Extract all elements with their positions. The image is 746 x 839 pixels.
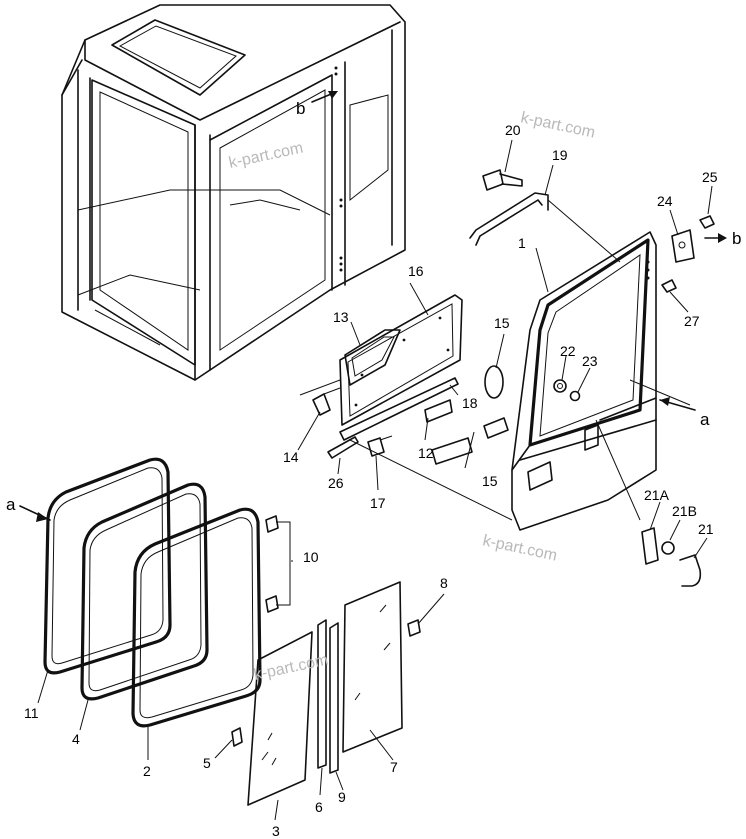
callout-12: 12 [418,445,434,461]
latch-8 [407,619,421,637]
bolt-27 [661,279,677,293]
callout-leaders [37,139,713,821]
clips-10 [265,515,291,613]
ref-arrow-a-right [659,397,696,411]
callout-23: 23 [582,353,598,369]
callout-15-lower: 15 [482,473,498,489]
bolt-20 [482,169,523,191]
ref-b-right: b [732,229,741,248]
bracket-24 [671,229,695,263]
glass-3 [247,631,313,806]
callout-21: 21 [698,521,714,537]
leaders-dashed [299,199,691,521]
bolt-17 [367,435,393,457]
callout-18: 18 [462,395,478,411]
latch-5 [231,727,243,747]
washer-21b [661,541,675,555]
plate-21a [641,527,659,565]
u-bolt-21 [679,554,702,587]
callout-7: 7 [390,759,398,775]
callout-1: 1 [518,235,526,251]
callout-2: 2 [143,763,151,779]
callout-24: 24 [657,193,673,209]
callout-25: 25 [702,169,718,185]
seal-11 [43,457,172,675]
callout-15-upper: 15 [494,315,510,331]
watermark-2: k-part.com [519,109,596,141]
pin-26 [327,436,359,459]
door-panel-13 [344,329,401,386]
callout-16: 16 [408,263,424,279]
callout-11: 11 [24,705,39,721]
callout-3: 3 [272,823,280,839]
callout-20: 20 [505,122,521,138]
strip-18 [339,377,459,441]
callout-22: 22 [560,343,576,359]
callout-4: 4 [72,731,80,747]
door-inner-panel [339,294,463,426]
callout-26: 26 [328,475,344,491]
nut-22 [553,379,567,393]
handle-19 [469,192,549,246]
bolt-25 [699,215,715,229]
ref-arrow-a-left [19,505,51,522]
callout-17: 17 [370,495,386,511]
door-frame [511,231,657,531]
callout-19: 19 [552,147,568,163]
seal-4 [80,482,209,701]
callout-5: 5 [203,755,211,771]
watermark-3: k-part.com [481,532,558,564]
callout-8: 8 [440,575,448,591]
washer-23 [569,390,581,402]
callout-14: 14 [283,449,299,465]
callout-13: 13 [333,309,349,325]
ref-b-cab: b [296,99,305,118]
seal-2 [131,507,262,728]
strip-9 [329,622,339,774]
glass-7 [342,581,403,753]
callout-27: 27 [684,313,700,329]
pads [424,365,509,465]
ref-a-right: a [700,410,710,429]
strip-6 [317,619,327,769]
callout-21a: 21A [644,487,670,503]
callout-10: 10 [303,549,319,565]
ref-arrow-b-cab [311,91,338,103]
watermark-1: k-part.com [227,140,304,172]
ref-a-left: a [6,495,16,514]
callout-6: 6 [315,799,323,815]
callout-21b: 21B [672,503,697,519]
bolt-14 [312,387,341,416]
callout-9: 9 [338,789,346,805]
ref-arrow-b-right [704,233,727,243]
cab-body [61,4,406,381]
